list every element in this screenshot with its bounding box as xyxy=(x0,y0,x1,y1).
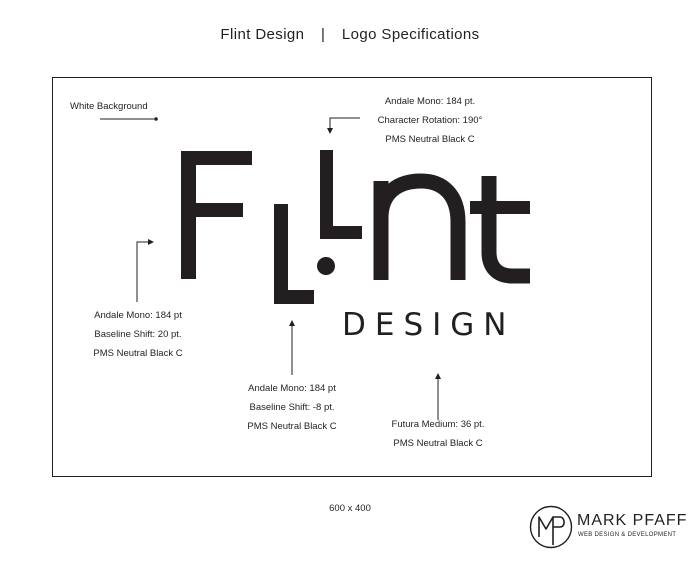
page-title: Flint Design | Logo Specifications xyxy=(0,26,700,43)
annotation-line: Character Rotation: 190° xyxy=(377,115,483,126)
artboard-frame xyxy=(52,77,652,477)
bg-leader-dot xyxy=(154,117,158,121)
annotation-line: PMS Neutral Black C xyxy=(93,348,183,359)
rotation-leader-arrow xyxy=(327,117,360,134)
brand-mark: MARK PFAFF WEB DESIGN & DEVELOPMENT xyxy=(529,505,689,549)
leader-lines xyxy=(100,117,441,420)
title-company: Flint Design xyxy=(220,26,305,43)
title-separator: | xyxy=(321,26,326,43)
annotation-line: Baseline Shift: 20 pt. xyxy=(94,329,182,340)
background-label: White Background xyxy=(70,101,148,112)
annotation-baseline-down: Andale Mono: 184 pt Baseline Shift: -8 p… xyxy=(222,379,362,436)
annotation-line: Andale Mono: 184 pt. xyxy=(384,96,476,107)
annotation-line: Andale Mono: 184 pt xyxy=(94,310,182,321)
letter-f-glyph xyxy=(181,151,252,279)
annotation-line: Baseline Shift: -8 pt. xyxy=(249,402,335,413)
annotation-baseline-up: Andale Mono: 184 pt Baseline Shift: 20 p… xyxy=(68,306,208,363)
annotation-line: PMS Neutral Black C xyxy=(385,134,475,145)
baseline-up-leader-arrow xyxy=(136,239,154,302)
annotation-futura: Futura Medium: 36 pt. PMS Neutral Black … xyxy=(368,415,508,453)
brand-name: MARK PFAFF xyxy=(577,512,688,529)
letter-i-glyph xyxy=(317,150,362,275)
flint-wordmark xyxy=(181,150,530,304)
letter-n-glyph xyxy=(373,173,466,280)
title-subtitle: Logo Specifications xyxy=(341,26,480,43)
annotation-line: Andale Mono: 184 pt xyxy=(248,383,336,394)
annotation-rotation: Andale Mono: 184 pt. Character Rotation:… xyxy=(360,92,500,149)
brand-monogram-icon xyxy=(529,505,573,549)
annotation-line: PMS Neutral Black C xyxy=(247,421,337,432)
annotation-line: Futura Medium: 36 pt. xyxy=(391,419,485,430)
brand-tagline: WEB DESIGN & DEVELOPMENT xyxy=(578,532,677,538)
annotation-line: PMS Neutral Black C xyxy=(393,438,483,449)
letter-t-glyph xyxy=(470,176,530,284)
canvas-size-label: 600 x 400 xyxy=(329,503,371,514)
letter-l-glyph xyxy=(274,204,314,304)
logo-design-word: DESIGN xyxy=(342,307,516,343)
